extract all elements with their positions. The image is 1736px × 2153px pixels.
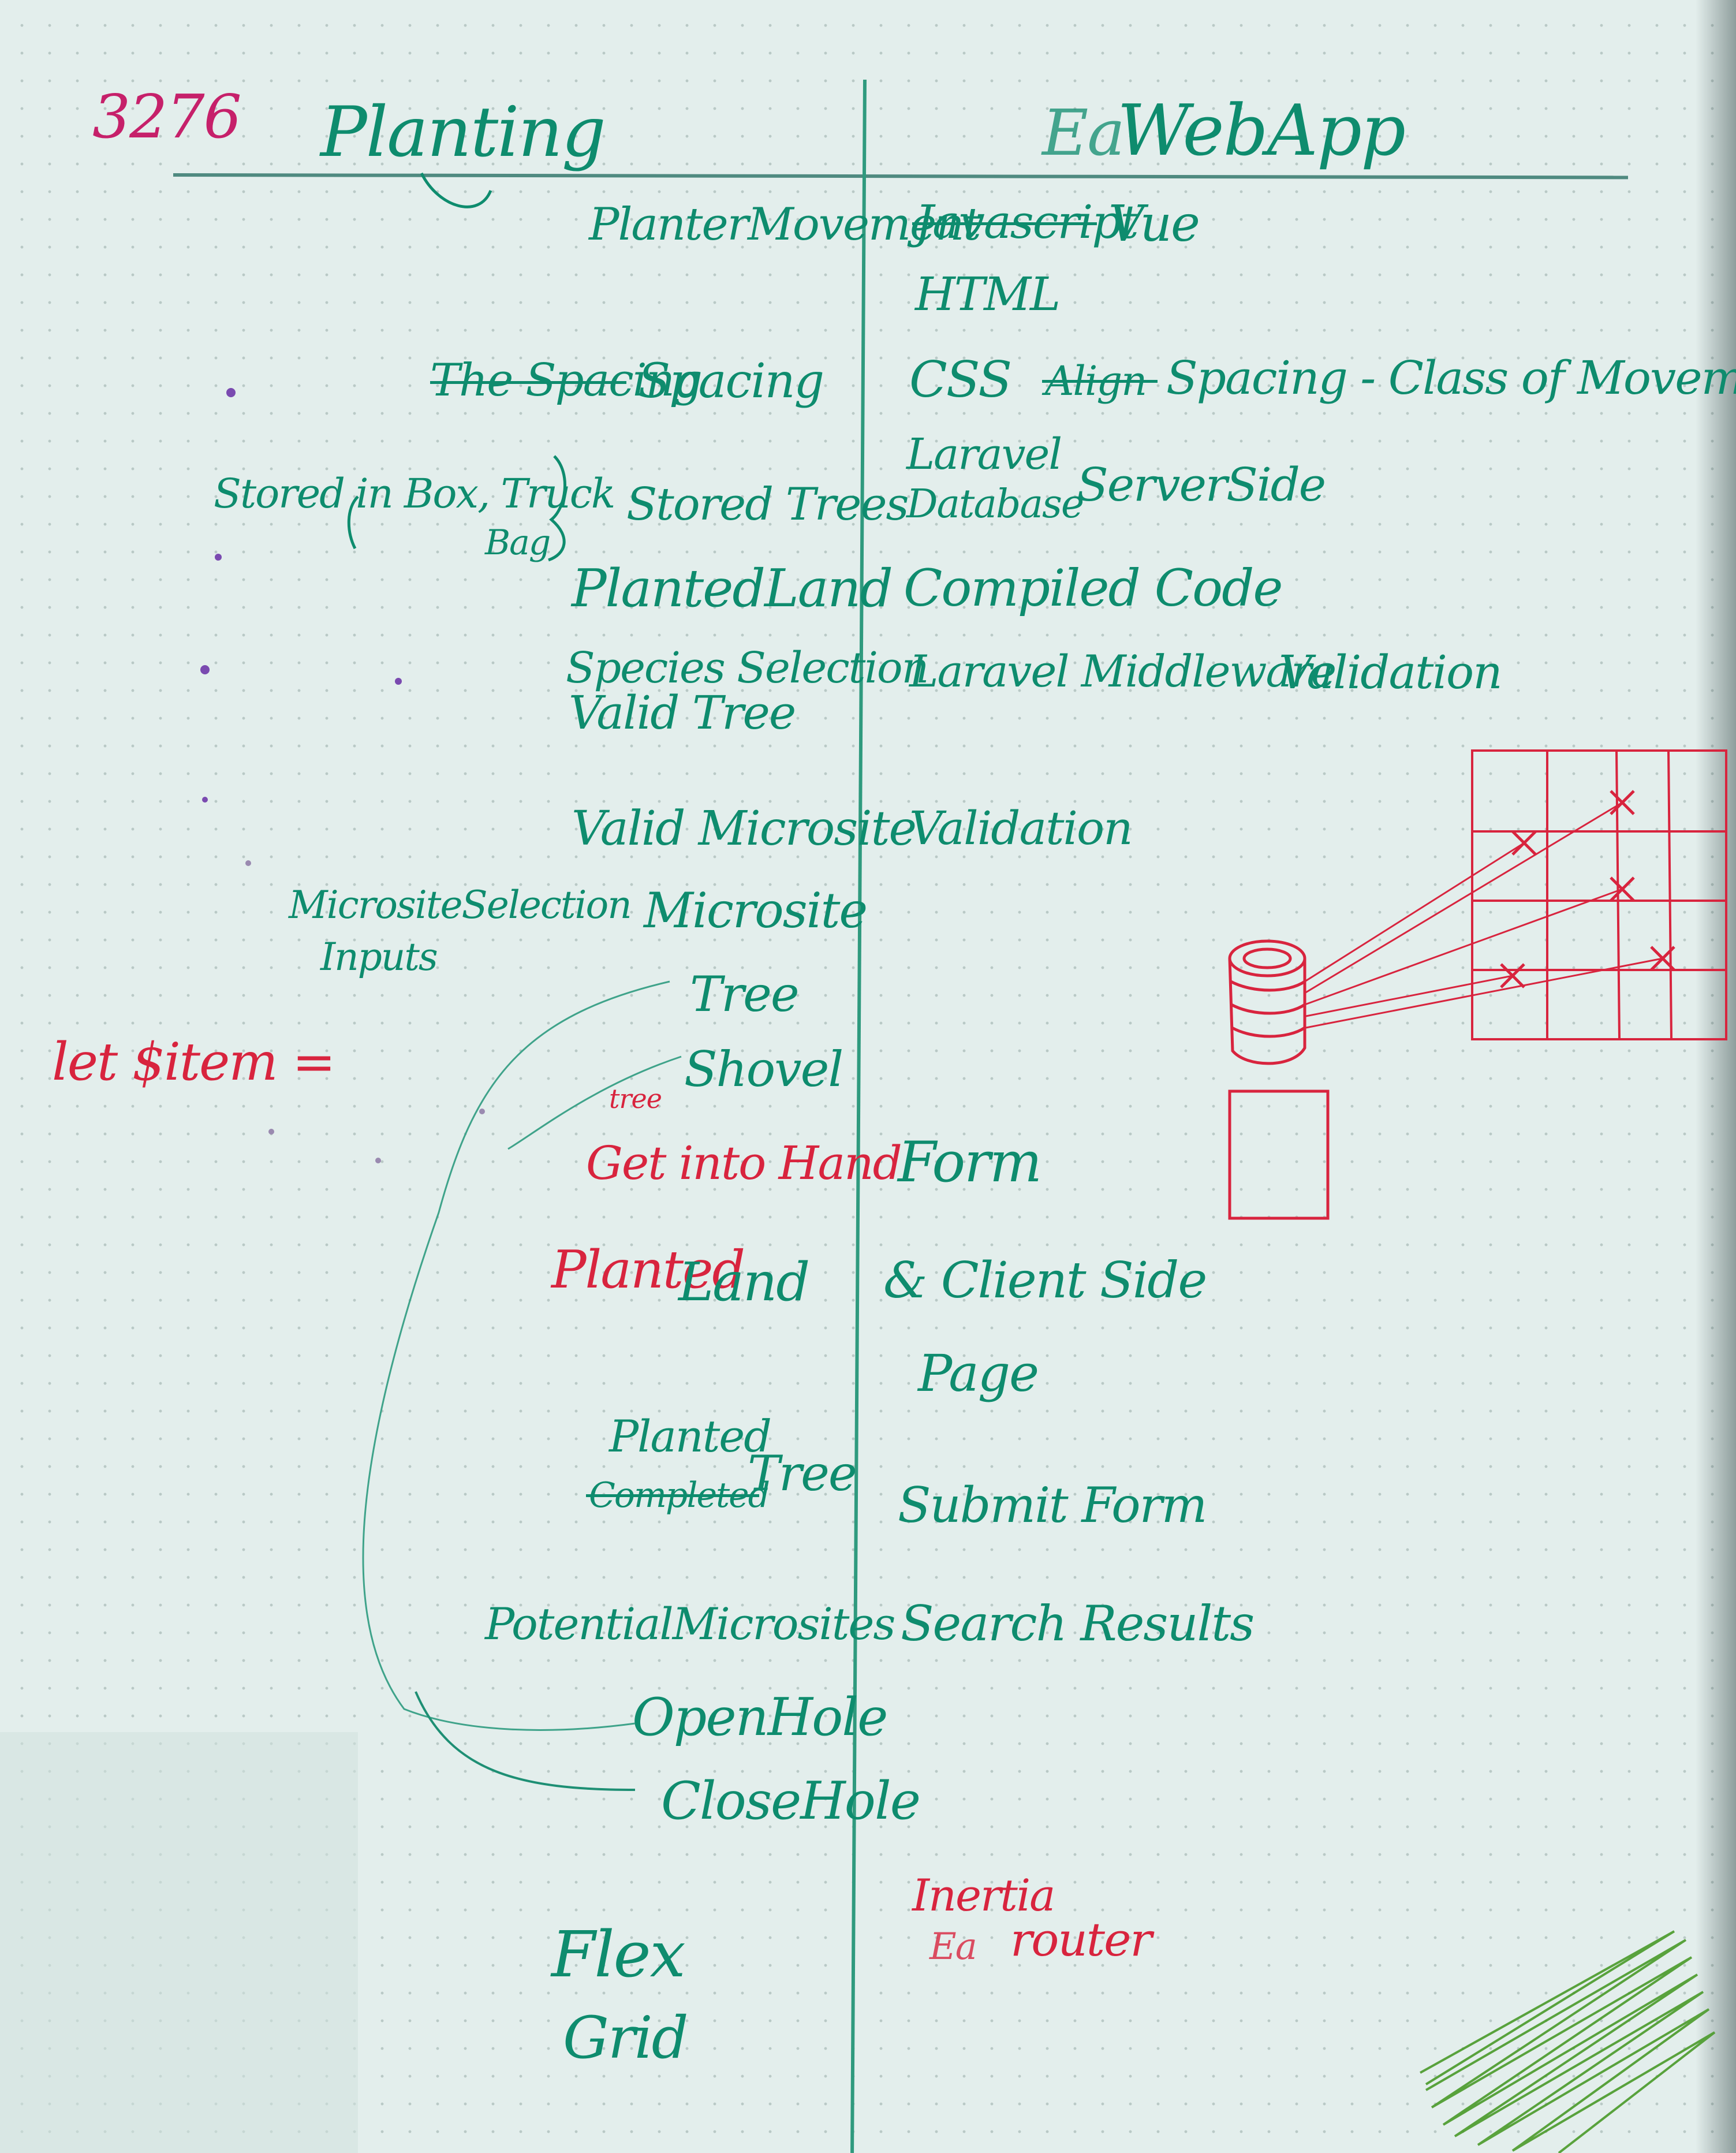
potential-microsites: PotentialMicrosites (485, 1598, 895, 1650)
species-selection: Species Selection (566, 643, 929, 693)
stored-in: Stored in Box, Truck (214, 470, 615, 517)
database-sketch (1228, 939, 1306, 1065)
laravel-middleware: Laravel Middleware (909, 645, 1336, 697)
open-hole: OpenHole (632, 1687, 888, 1748)
microsite-selection: MicrositeSelection (289, 883, 632, 927)
css-note: Spacing - Class of Movement (1166, 351, 1736, 405)
green-scribble (1420, 1930, 1716, 2153)
microsite-selection-inputs: Inputs (320, 935, 438, 979)
planted-red: Planted (551, 1240, 745, 1300)
shovel-item: Shovel (684, 1041, 843, 1098)
ink-dot (479, 1109, 485, 1114)
laravel: Laravel (906, 430, 1062, 479)
router-scribble: Ea (929, 1926, 977, 1968)
vue: Vue (1108, 195, 1200, 253)
get-into-hand-annotation: tree (609, 1083, 662, 1114)
html: HTML (915, 267, 1061, 321)
paper-shadow (0, 1732, 358, 2153)
grid-sketch (1471, 749, 1727, 1040)
validation-2: Validation (909, 801, 1133, 855)
javascript-crossed: Javascript (915, 195, 1139, 249)
tree-item: Tree (690, 966, 800, 1023)
microsite: Microsite (644, 882, 868, 939)
page-word: Page (918, 1344, 1039, 1403)
submit-form: Submit Form (898, 1477, 1207, 1533)
item-connector-arc (362, 980, 670, 1731)
inertia: Inertia (912, 1870, 1055, 1921)
server-side: ServerSide (1077, 458, 1326, 512)
valid-microsite: Valid Microsite (572, 801, 917, 856)
align-strike (1042, 380, 1158, 383)
css: CSS (909, 351, 1012, 409)
close-hole-connector (415, 1691, 636, 1791)
completed-strike (586, 1494, 759, 1497)
spacing-crossed: The Spacing (430, 355, 703, 406)
compiled-code: Compiled Code (904, 558, 1283, 618)
ink-dot (375, 1158, 381, 1163)
ink-dot (200, 665, 210, 674)
planted-tree-top: Planted (609, 1411, 772, 1462)
ink-dot (202, 797, 208, 803)
ink-dot (268, 1129, 274, 1135)
spacing-strike (430, 381, 626, 384)
ink-dot (226, 388, 236, 397)
get-into-hand: Get into Hand (586, 1136, 902, 1190)
ink-dot (395, 678, 402, 685)
grid-x-marks (1500, 790, 1675, 988)
database: Database (906, 482, 1084, 527)
search-results: Search Results (901, 1595, 1255, 1652)
right-heading-scribble: Ea (1042, 96, 1125, 170)
stored-in-bracket (548, 455, 566, 562)
javascript-strike (912, 222, 1097, 225)
router: router (1010, 1913, 1152, 1967)
right-heading: WebApp (1117, 89, 1406, 171)
client-side: & Client Side (883, 1252, 1207, 1309)
planted-tree-word: Tree (748, 1445, 857, 1502)
item-connector-arc-2 (507, 1055, 682, 1150)
flex: Flex (551, 1917, 686, 1991)
ink-dot (245, 860, 251, 866)
let-item-note: let $item = (52, 1032, 336, 1092)
stored-in-brace (347, 495, 359, 550)
valid-tree: Valid Tree (569, 686, 796, 740)
close-hole: CloseHole (661, 1771, 921, 1831)
grid: Grid (563, 2004, 689, 2072)
heading-underline-swash (420, 172, 492, 208)
page-edge-shadow (1696, 0, 1736, 2153)
ink-dot (215, 554, 222, 561)
left-heading: Planting (320, 92, 606, 173)
form: Form (898, 1130, 1042, 1195)
land-green: Land (678, 1251, 810, 1313)
spacing-left: Spacing (638, 354, 824, 409)
validation-1: Validation (1279, 645, 1503, 699)
database-links (1304, 801, 1663, 1029)
stored-trees: Stored Trees (626, 479, 909, 531)
planted-land-1: PlantedLand (572, 558, 893, 619)
form-box-sketch (1228, 1089, 1330, 1220)
stored-in-bag: Bag (485, 523, 551, 563)
page-number: 3276 (92, 81, 242, 152)
